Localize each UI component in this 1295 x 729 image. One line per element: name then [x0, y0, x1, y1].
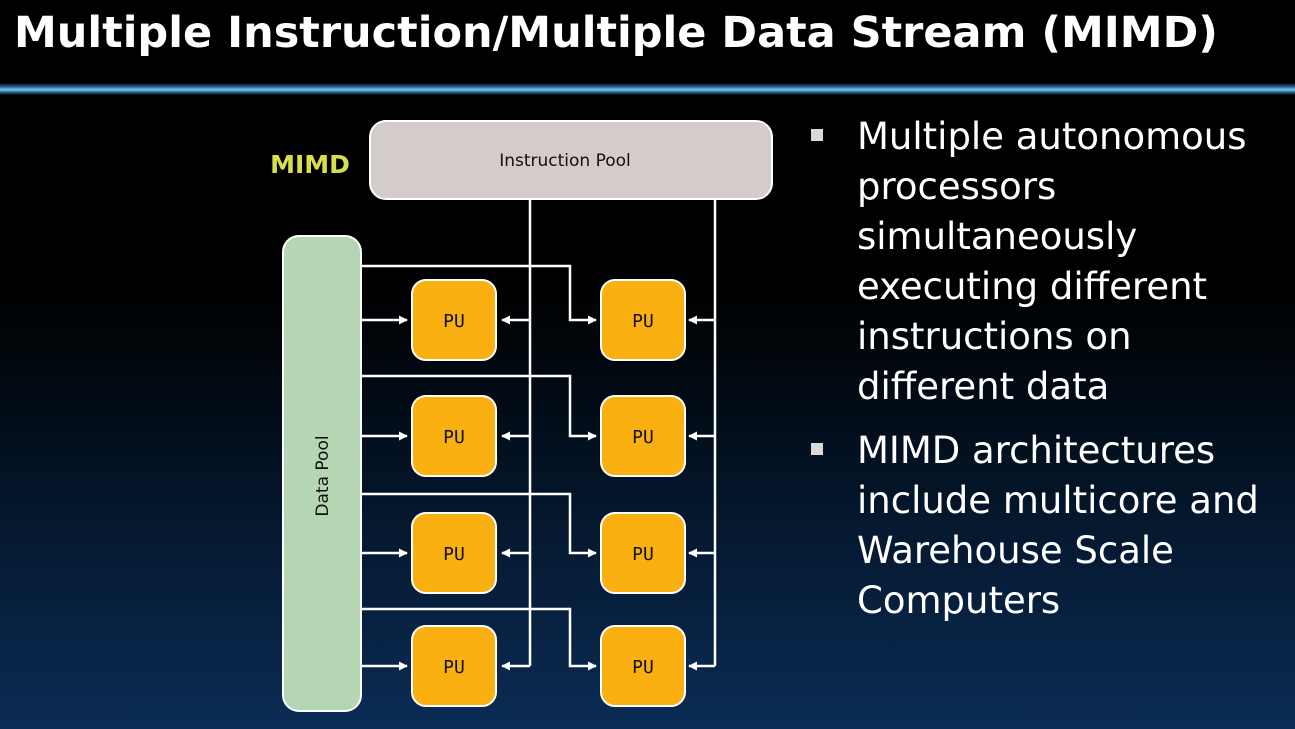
- instruction-pool-label: Instruction Pool: [499, 151, 631, 171]
- title-underline: [0, 83, 1295, 95]
- bullet-text: MIMD architectures include multicore and…: [857, 429, 1259, 622]
- connector-arrows: [361, 264, 715, 671]
- pu-5: PU: [411, 512, 497, 594]
- instruction-bus-lines: [528, 199, 717, 666]
- pu-2-label: PU: [632, 311, 654, 332]
- instruction-pool-box: [369, 120, 773, 200]
- pu-8-label: PU: [632, 657, 654, 678]
- pu-8: PU: [600, 625, 686, 707]
- pu-4: PU: [600, 395, 686, 477]
- pu-3-label: PU: [443, 427, 465, 448]
- pu-1-label: PU: [443, 311, 465, 332]
- bullet-text: Multiple autonomous processors simultane…: [857, 115, 1247, 408]
- mimd-label: MIMD: [270, 150, 350, 179]
- bullet-item: Multiple autonomous processors simultane…: [810, 112, 1290, 412]
- square-bullet-icon: [811, 129, 823, 141]
- pu-5-label: PU: [443, 544, 465, 565]
- pu-3: PU: [411, 395, 497, 477]
- slide-title: Multiple Instruction/Multiple Data Strea…: [14, 8, 1218, 58]
- pu-6-label: PU: [632, 544, 654, 565]
- pu-2: PU: [600, 279, 686, 361]
- data-pool-label: Data Pool: [313, 435, 333, 516]
- pu-7: PU: [411, 625, 497, 707]
- bullet-list: Multiple autonomous processors simultane…: [810, 112, 1290, 640]
- pu-1: PU: [411, 279, 497, 361]
- pu-7-label: PU: [443, 657, 465, 678]
- pu-6: PU: [600, 512, 686, 594]
- data-pool-box: [282, 235, 362, 712]
- square-bullet-icon: [811, 443, 823, 455]
- pu-4-label: PU: [632, 427, 654, 448]
- bullet-item: MIMD architectures include multicore and…: [810, 426, 1290, 626]
